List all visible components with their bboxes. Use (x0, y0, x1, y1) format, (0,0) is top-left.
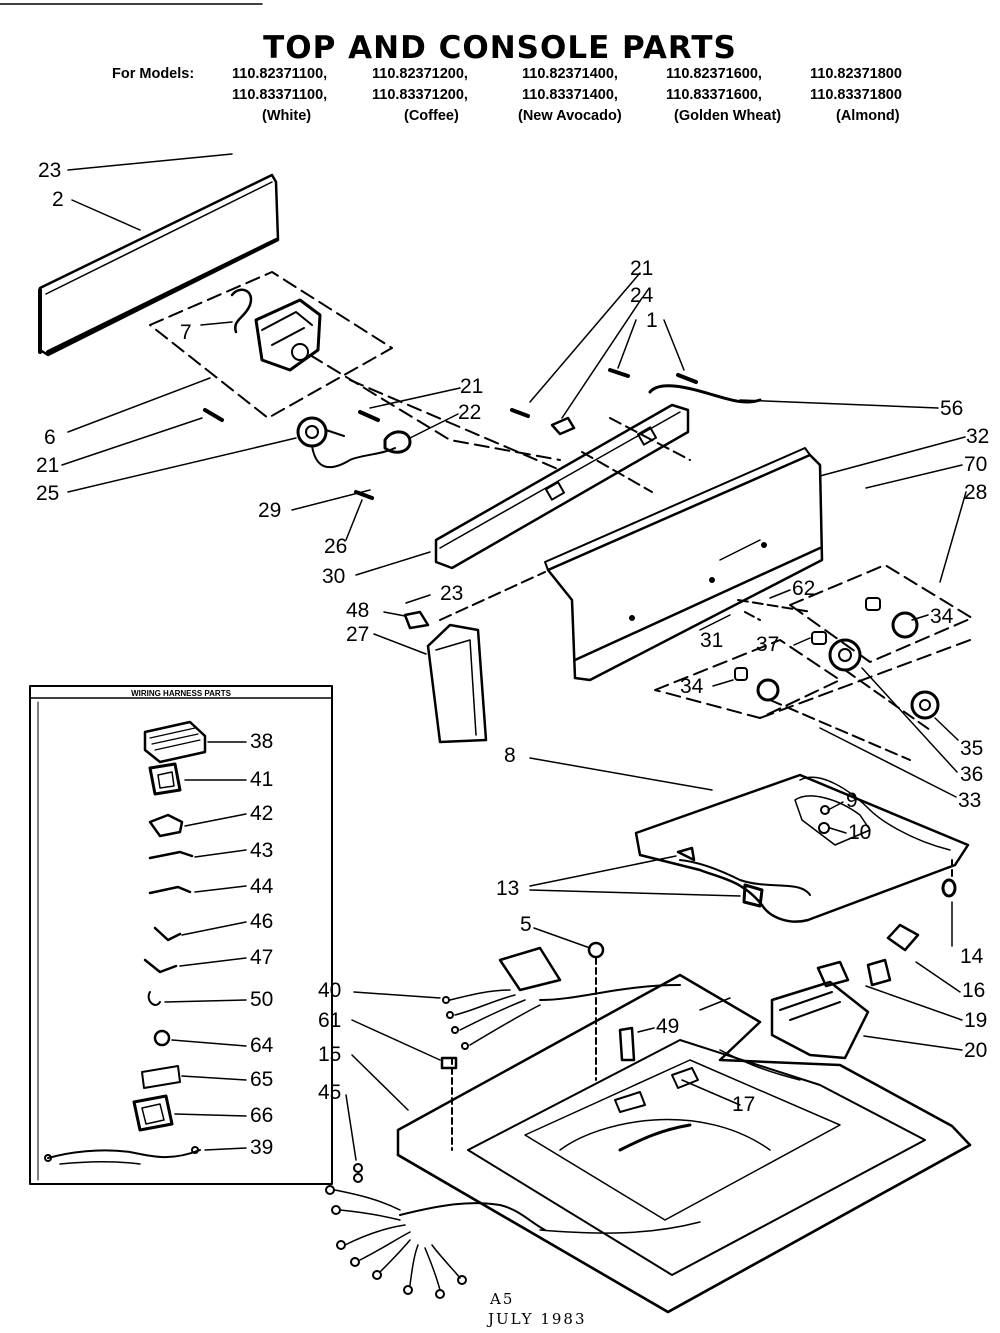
callout-label: 62 (792, 577, 816, 600)
callout-label: 65 (250, 1068, 274, 1091)
model-number: 110.82371600, (666, 66, 762, 82)
callout-label: 50 (250, 988, 274, 1011)
callout-label: 28 (964, 481, 988, 504)
washer-top-part (396, 941, 972, 1314)
callout-label: 37 (756, 633, 780, 656)
model-number: 110.83371400, (522, 87, 618, 103)
footer-code: A5 (490, 1290, 515, 1308)
models-prefix: For Models: (112, 66, 195, 82)
model-number: 110.82371400, (522, 66, 618, 82)
callout-label: 43 (250, 839, 274, 862)
callout-label: 38 (250, 730, 274, 753)
callout-label: 23 (38, 159, 62, 182)
callout-label: 27 (346, 623, 370, 646)
callout-label: 56 (940, 397, 964, 420)
model-number: 110.82371200, (372, 66, 468, 82)
callout-label: 25 (36, 482, 60, 505)
callout-label: 44 (250, 875, 274, 898)
color-label: (Golden Wheat) (674, 108, 782, 124)
callout-label: 48 (346, 599, 370, 622)
callout-label: 23 (440, 582, 464, 605)
upper-fastener-parts (510, 368, 762, 493)
callout-label: 66 (250, 1104, 274, 1127)
callout-label: 47 (250, 946, 274, 969)
top-cover-part (634, 773, 970, 923)
color-label: (Almond) (836, 108, 900, 124)
callout-label: 41 (250, 768, 274, 791)
callout-label: 20 (964, 1039, 988, 1062)
callout-label: 29 (258, 499, 282, 522)
callout-label: 19 (964, 1009, 988, 1032)
callout-label: 61 (318, 1009, 342, 1032)
model-number: 110.83371600, (666, 87, 762, 103)
inset-title: WIRING HARNESS PARTS (131, 689, 231, 698)
color-label: (White) (262, 108, 312, 124)
callout-label: 21 (36, 454, 60, 477)
callout-label: 34 (680, 675, 704, 698)
model-number: 110.83371800 (810, 87, 902, 103)
wiring-harness-inset-box (29, 685, 333, 1185)
callout-label: 33 (958, 789, 982, 812)
page-title: TOP AND CONSOLE PARTS (263, 30, 737, 66)
callout-label: 16 (962, 979, 986, 1002)
lid-switch-parts (719, 923, 920, 1081)
callout-label: 6 (44, 426, 56, 449)
callout-label: 7 (180, 321, 192, 344)
callout-label: 13 (496, 877, 520, 900)
callout-label: 8 (504, 744, 516, 767)
side-piece-part (403, 610, 488, 744)
callout-label: 2 (52, 188, 64, 211)
callout-label: 22 (458, 401, 482, 424)
footer-date: JULY 1983 (488, 1310, 587, 1328)
inset-parts (44, 720, 247, 1165)
callout-label: 5 (520, 913, 532, 936)
model-number: 110.83371100, (232, 87, 328, 103)
callout-label: 14 (960, 945, 984, 968)
callout-label: 30 (322, 565, 346, 588)
callout-label: 10 (848, 821, 872, 844)
callout-label: 42 (250, 802, 274, 825)
rear-panel-part (38, 173, 280, 357)
callout-label: 21 (460, 375, 484, 398)
callout-label: 34 (930, 605, 954, 628)
model-number: 110.82371800 (810, 66, 902, 82)
callout-label: 9 (846, 789, 858, 812)
knob-group-part (654, 564, 973, 761)
model-number: 110.82371100, (232, 66, 328, 82)
color-label: (New Avocado) (518, 108, 622, 124)
callout-label: 45 (318, 1081, 342, 1104)
timer-assembly-part (149, 271, 393, 419)
console-panel-part (439, 447, 824, 682)
callout-label: 21 (630, 257, 654, 280)
callout-label: 31 (700, 629, 724, 652)
callout-label: 32 (966, 425, 990, 448)
callout-label: 15 (318, 1043, 342, 1066)
callout-label: 40 (318, 979, 342, 1002)
callout-label: 1 (646, 309, 658, 332)
callout-label: 36 (960, 763, 984, 786)
leader-lines (61, 153, 967, 1161)
callout-label: 26 (324, 535, 348, 558)
callout-label: 46 (250, 910, 274, 933)
callout-label: 49 (656, 1015, 680, 1038)
callout-label: 64 (250, 1034, 274, 1057)
callout-label: 39 (250, 1136, 274, 1159)
wire-harness-part (442, 946, 681, 1050)
lower-harness-part (325, 1163, 546, 1299)
color-label: (Coffee) (404, 108, 459, 124)
callout-label: 35 (960, 737, 984, 760)
callout-label: 17 (732, 1093, 756, 1116)
callout-label: 24 (630, 284, 654, 307)
knob-switch-part (203, 408, 412, 500)
model-number: 110.83371200, (372, 87, 468, 103)
control-bracket-part (309, 354, 690, 570)
callout-label: 70 (964, 453, 988, 476)
